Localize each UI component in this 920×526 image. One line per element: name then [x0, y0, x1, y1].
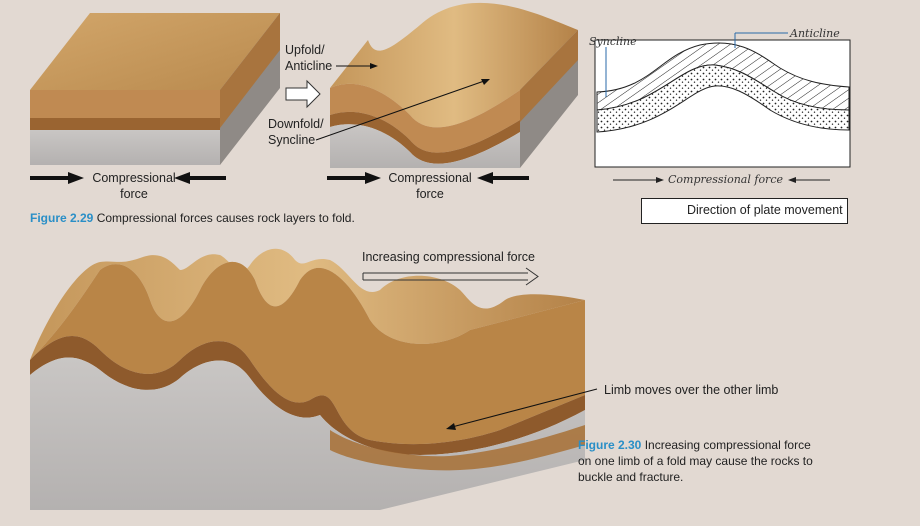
figure-229-text: Compressional forces causes rock layers …: [93, 211, 355, 225]
figure-229-caption: Figure 2.29 Compressional forces causes …: [30, 210, 355, 226]
hollow-arrow-icon: [285, 79, 321, 109]
increasing-force-label: Increasing compressional force: [362, 250, 535, 264]
limb-label: Limb moves over the other limb: [604, 383, 779, 397]
increasing-force-arrow: [362, 267, 539, 286]
figure-230-caption: Figure 2.30 Increasing compressional for…: [578, 437, 818, 485]
force-arrows-left: [30, 172, 226, 184]
figure-230-number: Figure 2.30: [578, 438, 642, 452]
upfold-label: Upfold/ Anticline: [285, 43, 333, 73]
upfold-pointer: [336, 63, 378, 69]
figure-229-number: Figure 2.29: [30, 211, 94, 225]
legend-label: Direction of plate movement: [687, 203, 843, 217]
force-label-left: Compressional force: [92, 171, 176, 201]
compressional-force-handlabel: Compressional force: [668, 173, 783, 186]
anticline-handlabel: Anticline: [790, 27, 840, 40]
syncline-handlabel: Syncline: [589, 35, 637, 48]
downfold-label: Downfold/ Syncline: [268, 117, 324, 147]
flat-layers-block: [30, 13, 280, 165]
overturned-fold-block: [30, 248, 585, 510]
syncline-pointer: [315, 79, 490, 141]
figure-230-text: Increasing compressional force on one li…: [578, 438, 813, 484]
legend-box: [641, 198, 848, 224]
cross-section-diagram: [594, 32, 851, 183]
limb-pointer: [446, 388, 598, 430]
force-label-mid: Compressional force: [388, 171, 472, 201]
force-arrows-mid: [327, 172, 529, 184]
single-fold-block: [330, 2, 578, 168]
